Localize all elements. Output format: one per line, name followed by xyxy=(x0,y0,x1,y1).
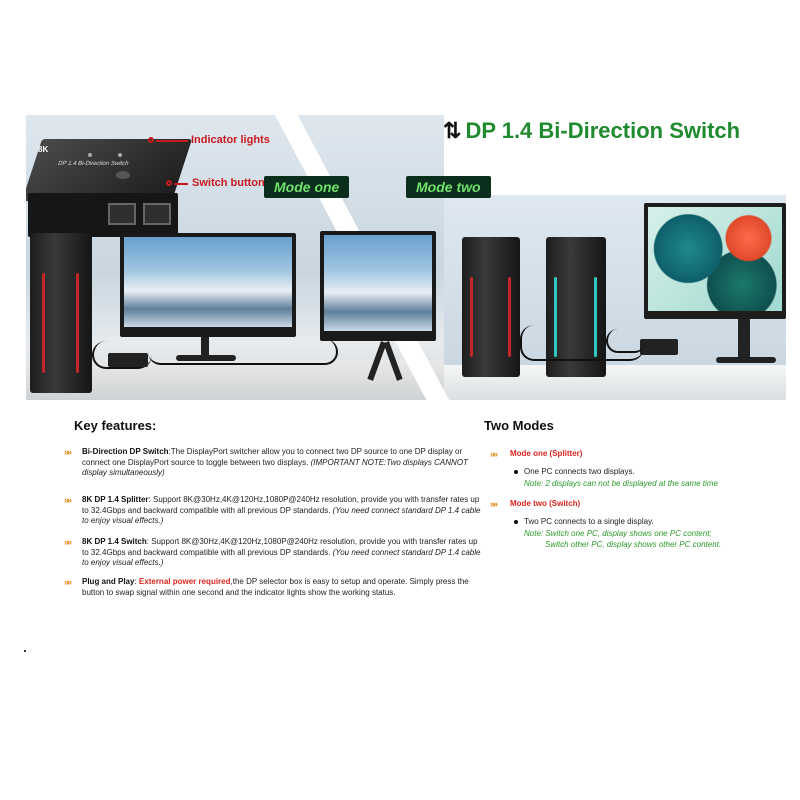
chevron-right-icon: »» xyxy=(64,537,72,547)
mode-one-name: Mode one (Splitter) xyxy=(510,449,583,458)
pc-tower-red xyxy=(462,237,520,377)
monitor-1-screen xyxy=(124,237,292,327)
monitor-3-stand xyxy=(738,319,750,359)
monitor-3-base xyxy=(716,357,776,363)
mode-two-note-line-1: Note: Switch one PC, display shows one P… xyxy=(524,529,712,538)
mode-two-tag: Mode two xyxy=(406,176,491,198)
indicator-callout-dot xyxy=(148,137,154,143)
key-features-title: Key features: xyxy=(74,418,157,433)
cable-2 xyxy=(148,339,338,365)
switch-badge: 8K xyxy=(38,145,49,154)
cable-1 xyxy=(92,341,152,369)
feature-name: Plug and Play xyxy=(82,577,135,586)
feature-text: ,the DP selector box is easy to setup an… xyxy=(82,577,469,597)
feature-text: : Support 8K@30Hz,4K@120Hz,1080P@240Hz r… xyxy=(82,537,478,557)
feature-item: »» Plug and Play: External power require… xyxy=(64,577,469,597)
mode-two-desc: Two PC connects to a single display. xyxy=(514,517,774,528)
feature-item: »» Bi-Direction DP Switch:The DisplayPor… xyxy=(64,447,482,479)
chevron-right-icon: »» xyxy=(64,495,72,505)
mode-two-note-line-2: Switch other PC, display shows other PC … xyxy=(545,540,722,549)
dp-port-2 xyxy=(143,203,171,225)
chevron-right-icon: »» xyxy=(490,499,498,509)
switch-callout-line xyxy=(174,183,188,185)
feature-name: 8K DP 1.4 Switch xyxy=(82,537,147,546)
indicator-callout-line xyxy=(156,140,188,142)
mode-one-tag: Mode one xyxy=(264,176,350,198)
bullet-icon xyxy=(514,519,518,524)
monitor-3-screen xyxy=(648,207,782,311)
stray-dot xyxy=(24,650,26,652)
monitor-1-stand xyxy=(201,337,209,357)
feature-text: :The DisplayPort switcher allow you to c… xyxy=(82,447,463,467)
monitor-2 xyxy=(320,231,436,341)
feature-item: »» 8K DP 1.4 Splitter: Support 8K@30Hz,4… xyxy=(64,495,482,527)
two-modes-title: Two Modes xyxy=(484,418,554,433)
headline-title: DP 1.4 Bi-Direction Switch xyxy=(465,118,741,143)
switch-device: 8K DP 1.4 Bi-Direction Switch xyxy=(26,135,193,245)
switch-top-face xyxy=(26,139,193,201)
feature-note: (IMPORTANT NOTE:Two displays CANNOT disp… xyxy=(82,457,468,478)
product-hero-image: 8K DP 1.4 Bi-Direction Switch Indicator … xyxy=(26,115,786,400)
chevron-right-icon: »» xyxy=(64,447,72,457)
mode-two-heading: »» Mode two (Switch) xyxy=(490,499,770,510)
switch-callout-dot xyxy=(166,180,172,186)
mode-one-desc: One PC connects two displays. xyxy=(514,467,774,478)
indicator-led-2 xyxy=(118,153,122,157)
pc-tower-left xyxy=(30,233,92,393)
bi-direction-arrows-icon: ⇅ xyxy=(443,118,462,143)
feature-item: »» 8K DP 1.4 Switch: Support 8K@30Hz,4K@… xyxy=(64,537,482,569)
feature-warning: External power required xyxy=(138,577,231,586)
feature-name: Bi-Direction DP Switch xyxy=(82,447,169,456)
switch-small-2 xyxy=(640,339,678,355)
feature-name: 8K DP 1.4 Splitter xyxy=(82,495,149,504)
cable-4 xyxy=(606,329,646,353)
mode-one-heading: »» Mode one (Splitter) xyxy=(490,449,770,460)
monitor-1-base xyxy=(176,355,236,361)
feature-note: (You need connect standard DP 1.4 cable … xyxy=(82,505,481,526)
headline: ⇅ DP 1.4 Bi-Direction Switch xyxy=(443,118,740,144)
bullet-icon xyxy=(514,469,518,474)
chevron-right-icon: »» xyxy=(490,449,498,459)
switch-small xyxy=(108,353,148,367)
feature-note: (You need connect standard DP 1.4 cable … xyxy=(82,547,481,568)
mode-two-name: Mode two (Switch) xyxy=(510,499,581,508)
switch-button-shape xyxy=(116,171,130,179)
monitor-2-screen xyxy=(324,235,432,331)
feature-text: : Support 8K@30Hz,4K@120Hz,1080P@240Hz r… xyxy=(82,495,480,515)
pc-tower-teal xyxy=(546,237,606,377)
indicator-led-1 xyxy=(88,153,92,157)
cable-3 xyxy=(520,325,644,361)
monitor-1 xyxy=(120,233,296,337)
mode-one-note: Note: 2 displays can not be displayed at… xyxy=(524,479,718,488)
dp-port-1 xyxy=(108,203,136,225)
switch-button-callout: Switch button xyxy=(192,177,265,189)
chevron-right-icon: »» xyxy=(64,577,72,587)
switch-label: DP 1.4 Bi-Direction Switch xyxy=(57,161,130,167)
indicator-lights-callout: Indicator lights xyxy=(191,134,270,146)
monitor-3 xyxy=(644,203,786,319)
